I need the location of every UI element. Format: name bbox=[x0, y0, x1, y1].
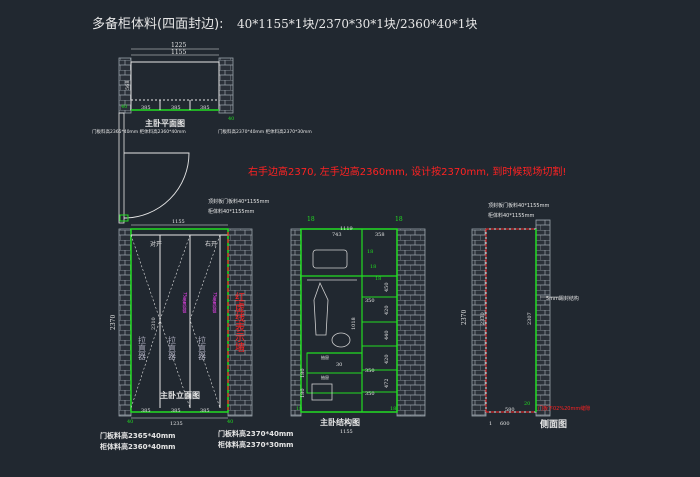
plan-side-dim: 568 bbox=[125, 80, 131, 90]
struct-b1: 180 bbox=[300, 368, 306, 378]
elev-top-width: 1155 bbox=[172, 219, 185, 225]
plan-door-swing bbox=[123, 152, 190, 219]
struct-coat-icon bbox=[313, 281, 329, 336]
plan-wall-right bbox=[218, 57, 234, 114]
plan-wall-left-lower bbox=[118, 112, 125, 224]
elev-caption: 主卧立面图 bbox=[160, 390, 200, 400]
elev-top-note-2: 柜体料40*1155mm bbox=[208, 208, 254, 215]
struct-right-col: 358 bbox=[375, 232, 385, 238]
side-view: 顶封板门板料40*1155mm 柜体料40*1155mm 5mm踢封结构 237… bbox=[461, 202, 590, 430]
elev-edge-a: 40 bbox=[127, 419, 133, 425]
header-title: 多备柜体料(四面封边): bbox=[92, 16, 224, 32]
struct-b2: 180 bbox=[300, 388, 306, 398]
struct-small-label: 30 bbox=[336, 362, 342, 368]
elev-handle-2: 拉直器 bbox=[168, 335, 177, 361]
plan-dim-right: 385 bbox=[200, 105, 210, 111]
side-note-2: 柜体料40*1155mm bbox=[488, 212, 534, 219]
struct-d3: 18 bbox=[375, 276, 381, 282]
elev-height: 2370 bbox=[110, 315, 117, 330]
side-depth: 600 bbox=[500, 421, 510, 427]
struct-b3: 18 bbox=[296, 406, 302, 412]
struct-v4: 420 bbox=[384, 354, 390, 364]
plan-view: 1225 1155 568 385 385 385 40 40 主卧平面图 门板… bbox=[92, 42, 312, 224]
elev-inner-height: 2310 bbox=[151, 317, 157, 330]
red-note: 右手边高2370, 左手边高2360mm, 设计按2370mm, 到时候现场切割… bbox=[248, 165, 566, 178]
struct-bag-icon bbox=[312, 249, 348, 269]
elev-top-note-1: 顶封板门板料40*1155mm bbox=[208, 198, 269, 205]
elev-edge-b: 40 bbox=[227, 419, 233, 425]
side-depth-in: 580 bbox=[505, 407, 515, 413]
struct-bottom-w: 1155 bbox=[340, 429, 353, 435]
front-elevation: 顶封板门板料40*1155mm 柜体料40*1155mm 1155 对开 右开 … bbox=[99, 198, 293, 451]
struct-v2: 420 bbox=[384, 305, 390, 315]
side-inner: 2330 bbox=[480, 312, 486, 325]
plan-width2-dim: 1155 bbox=[171, 49, 186, 56]
side-wall-right bbox=[535, 219, 551, 417]
struct-left-col: 743 bbox=[332, 232, 342, 238]
side-edge2: 1 bbox=[489, 421, 492, 427]
elev-hinge-note-2: 75度角铰链 bbox=[213, 292, 218, 314]
elev-footer-left-1: 门板料高2365*40mm bbox=[100, 431, 175, 440]
struct-basket-icon bbox=[331, 332, 351, 348]
struct-v1: 450 bbox=[384, 282, 390, 292]
side-caption: 侧面图 bbox=[540, 418, 567, 430]
elev-footer-left-2: 柜体料高2360*40mm bbox=[99, 442, 175, 451]
elev-red-wall-note: 红虚线表示墙 bbox=[233, 291, 245, 353]
struct-drawer-note-2: 抽屉 bbox=[321, 374, 329, 380]
side-edge: 20 bbox=[524, 401, 530, 407]
struct-box-icon bbox=[311, 383, 333, 401]
elev-wall-right bbox=[227, 228, 253, 417]
struct-wall-left bbox=[290, 228, 302, 417]
plan-note-right: 门板料高2370*40mm 柜体料高2370*30mm bbox=[218, 128, 312, 135]
side-height: 2370 bbox=[461, 310, 468, 325]
elev-handle-1: 拉直器 bbox=[138, 335, 147, 361]
struct-top-r: 18 bbox=[395, 216, 403, 223]
plan-edge-b: 40 bbox=[228, 116, 234, 122]
struct-v6: 350 bbox=[365, 298, 375, 304]
elev-bottom-b: 385 bbox=[171, 408, 181, 414]
struct-d1: 18 bbox=[367, 249, 373, 255]
side-note-1: 顶封板门板料40*1155mm bbox=[488, 202, 549, 209]
side-bottom-note: 门板下02%20mm缝隙 bbox=[538, 405, 590, 412]
struct-v7: 350 bbox=[365, 368, 375, 374]
struct-wall-right bbox=[396, 228, 426, 417]
struct-b4: 18 bbox=[390, 406, 396, 412]
struct-caption: 主卧结构图 bbox=[320, 417, 360, 427]
elev-label-left-open: 对开 bbox=[150, 240, 162, 248]
struct-d2: 18 bbox=[370, 264, 376, 270]
struct-top: 18 bbox=[307, 216, 315, 223]
elev-wall-left bbox=[118, 228, 132, 417]
struct-height: 1018 bbox=[351, 317, 357, 330]
plan-width-dim: 1225 bbox=[171, 42, 186, 49]
struct-v8: 350 bbox=[365, 391, 375, 397]
elev-handle-3: 拉直器 bbox=[198, 335, 207, 361]
struct-v5: 472 bbox=[384, 378, 390, 388]
plan-caption: 主卧平面图 bbox=[145, 118, 185, 128]
structure-view: 18 18 1119 743 358 18 18 18 1018 450 420… bbox=[290, 216, 426, 435]
plan-cabinet bbox=[130, 61, 220, 111]
struct-drawer-note-1: 抽屉 bbox=[321, 354, 329, 360]
struct-v3: 440 bbox=[384, 330, 390, 340]
elev-label-right-open: 右开 bbox=[205, 240, 217, 248]
plan-dim-mid: 385 bbox=[171, 105, 181, 111]
elev-bottom-c: 385 bbox=[200, 408, 210, 414]
side-inner2: 2307 bbox=[527, 312, 533, 325]
plan-edge-a: 40 bbox=[121, 104, 127, 110]
side-mid-note: 5mm踢封结构 bbox=[546, 295, 579, 302]
struct-width: 1119 bbox=[340, 226, 353, 232]
elev-bottom-a: 385 bbox=[141, 408, 151, 414]
header-dims: 40*1155*1块/2370*30*1块/2360*40*1块 bbox=[237, 17, 477, 31]
elev-bottom-total: 1235 bbox=[170, 421, 183, 427]
plan-note-left: 门板料高2365*40mm 柜体料高2360*40mm bbox=[92, 128, 186, 135]
plan-dim-left: 385 bbox=[141, 105, 151, 111]
elev-footer-right-2: 柜体料高2370*30mm bbox=[217, 440, 293, 449]
struct-frame bbox=[300, 228, 398, 413]
elev-footer-right-1: 门板料高2370*40mm bbox=[218, 429, 293, 438]
elev-hinge-note-1: 75度角铰链 bbox=[183, 292, 188, 314]
elev-frame bbox=[130, 228, 229, 413]
